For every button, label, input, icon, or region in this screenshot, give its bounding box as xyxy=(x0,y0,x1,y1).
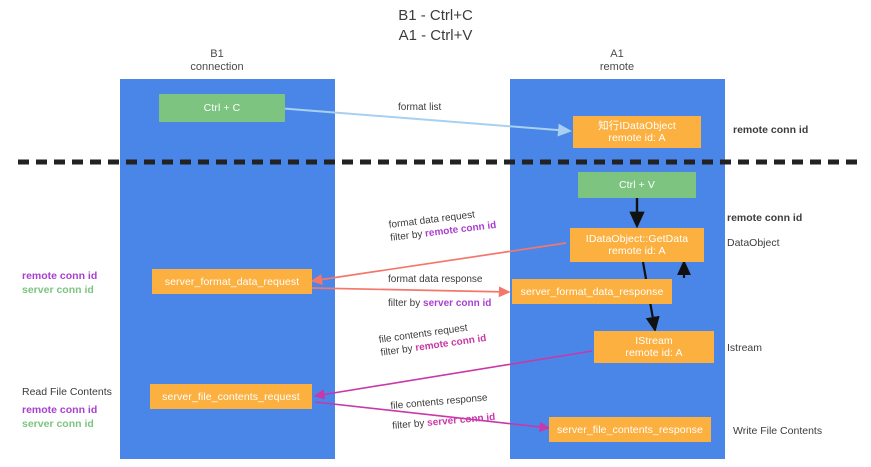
node-idataobject-getdata-line-1: IDataObject::GetData xyxy=(585,233,689,245)
annotation-left-read-file-contents: Read File Contents xyxy=(22,386,112,398)
annotation-right-istream: Istream xyxy=(727,342,763,354)
diagram-title: B1 - Ctrl+C A1 - Ctrl+V xyxy=(0,6,871,46)
annotation-left-middle-remote: remote conn id xyxy=(22,270,98,282)
node-ctrl-v[interactable]: Ctrl + V xyxy=(578,172,696,198)
column-header-b1: B1 connection xyxy=(153,48,281,74)
node-server-format-data-response[interactable]: server_format_data_response xyxy=(512,279,672,304)
node-dataobject-create[interactable]: 知行IDataObject remote id: A xyxy=(573,116,701,148)
filter-prefix: filter by xyxy=(389,228,426,244)
node-server-file-contents-response[interactable]: server_file_contents_response xyxy=(549,417,711,442)
annotation-right-write-file-contents: Write File Contents xyxy=(733,425,823,437)
node-server-format-data-request-label: server_format_data_request xyxy=(164,275,300,288)
node-dataobject-create-line-2: remote id: A xyxy=(608,132,666,144)
edge-label-format-list: format list xyxy=(398,102,442,113)
diagram-title-line-2: A1 - Ctrl+V xyxy=(398,27,473,44)
column-header-a1-role: remote xyxy=(599,61,635,73)
node-ctrl-c-label: Ctrl + C xyxy=(203,102,241,114)
node-istream-line-1: IStream xyxy=(635,335,673,347)
edge-label-file-contents-response-filter: filter by server conn id xyxy=(392,411,496,433)
edge-label-format-data-request: format data request filter by remote con… xyxy=(388,206,497,245)
annotation-left-bottom: remote conn id server conn id xyxy=(22,403,97,431)
node-istream[interactable]: IStream remote id: A xyxy=(594,331,714,363)
edge-label-file-contents-request: file contents request filter by remote c… xyxy=(378,319,487,360)
edge-label-format-data-response: format data response filter by server co… xyxy=(388,273,491,310)
filter-prefix: filter by xyxy=(391,417,428,432)
node-istream-line-2: remote id: A xyxy=(625,347,683,359)
edge-label-format-data-response-main: format data response xyxy=(388,274,483,285)
node-idataobject-getdata[interactable]: IDataObject::GetData remote id: A xyxy=(570,228,704,262)
filter-key-server-conn-id: server conn id xyxy=(426,411,496,429)
column-header-a1: A1 remote xyxy=(553,48,681,74)
node-idataobject-getdata-line-2: remote id: A xyxy=(608,245,666,257)
node-ctrl-v-label: Ctrl + V xyxy=(618,179,656,191)
node-server-file-contents-response-label: server_file_contents_response xyxy=(557,423,703,436)
filter-prefix: filter by xyxy=(388,298,424,309)
annotation-right-mid-remote-conn-id: remote conn id xyxy=(727,212,803,224)
node-dataobject-create-line-1: 知行IDataObject xyxy=(598,120,676,132)
column-header-b1-role: connection xyxy=(190,61,244,73)
edge-label-file-contents-response-main: file contents response xyxy=(390,392,488,412)
edge-label-file-contents-response: file contents response filter by server … xyxy=(390,391,496,433)
node-server-format-data-response-label: server_format_data_response xyxy=(520,285,664,298)
node-server-format-data-request[interactable]: server_format_data_request xyxy=(152,269,312,294)
filter-key-server-conn-id: server conn id xyxy=(423,298,492,309)
column-header-b1-name: B1 xyxy=(210,48,224,60)
annotation-left-middle-server: server conn id xyxy=(22,284,94,296)
annotation-left-bottom-remote: remote conn id xyxy=(22,404,98,416)
node-server-file-contents-request-label: server_file_contents_request xyxy=(162,390,300,403)
edge-label-format-data-response-filter: filter by server conn id xyxy=(388,297,491,310)
annotation-right-dataobject: DataObject xyxy=(727,237,780,249)
annotation-left-middle: remote conn id server conn id xyxy=(22,269,97,297)
filter-prefix: filter by xyxy=(379,342,417,359)
diagram-title-line-1: B1 - Ctrl+C xyxy=(398,7,473,24)
column-header-a1-name: A1 xyxy=(610,48,624,60)
node-server-file-contents-request[interactable]: server_file_contents_request xyxy=(150,384,312,409)
node-ctrl-c[interactable]: Ctrl + C xyxy=(159,94,285,122)
annotation-right-top-remote-conn-id: remote conn id xyxy=(733,124,809,136)
annotation-left-bottom-server: server conn id xyxy=(22,418,94,430)
